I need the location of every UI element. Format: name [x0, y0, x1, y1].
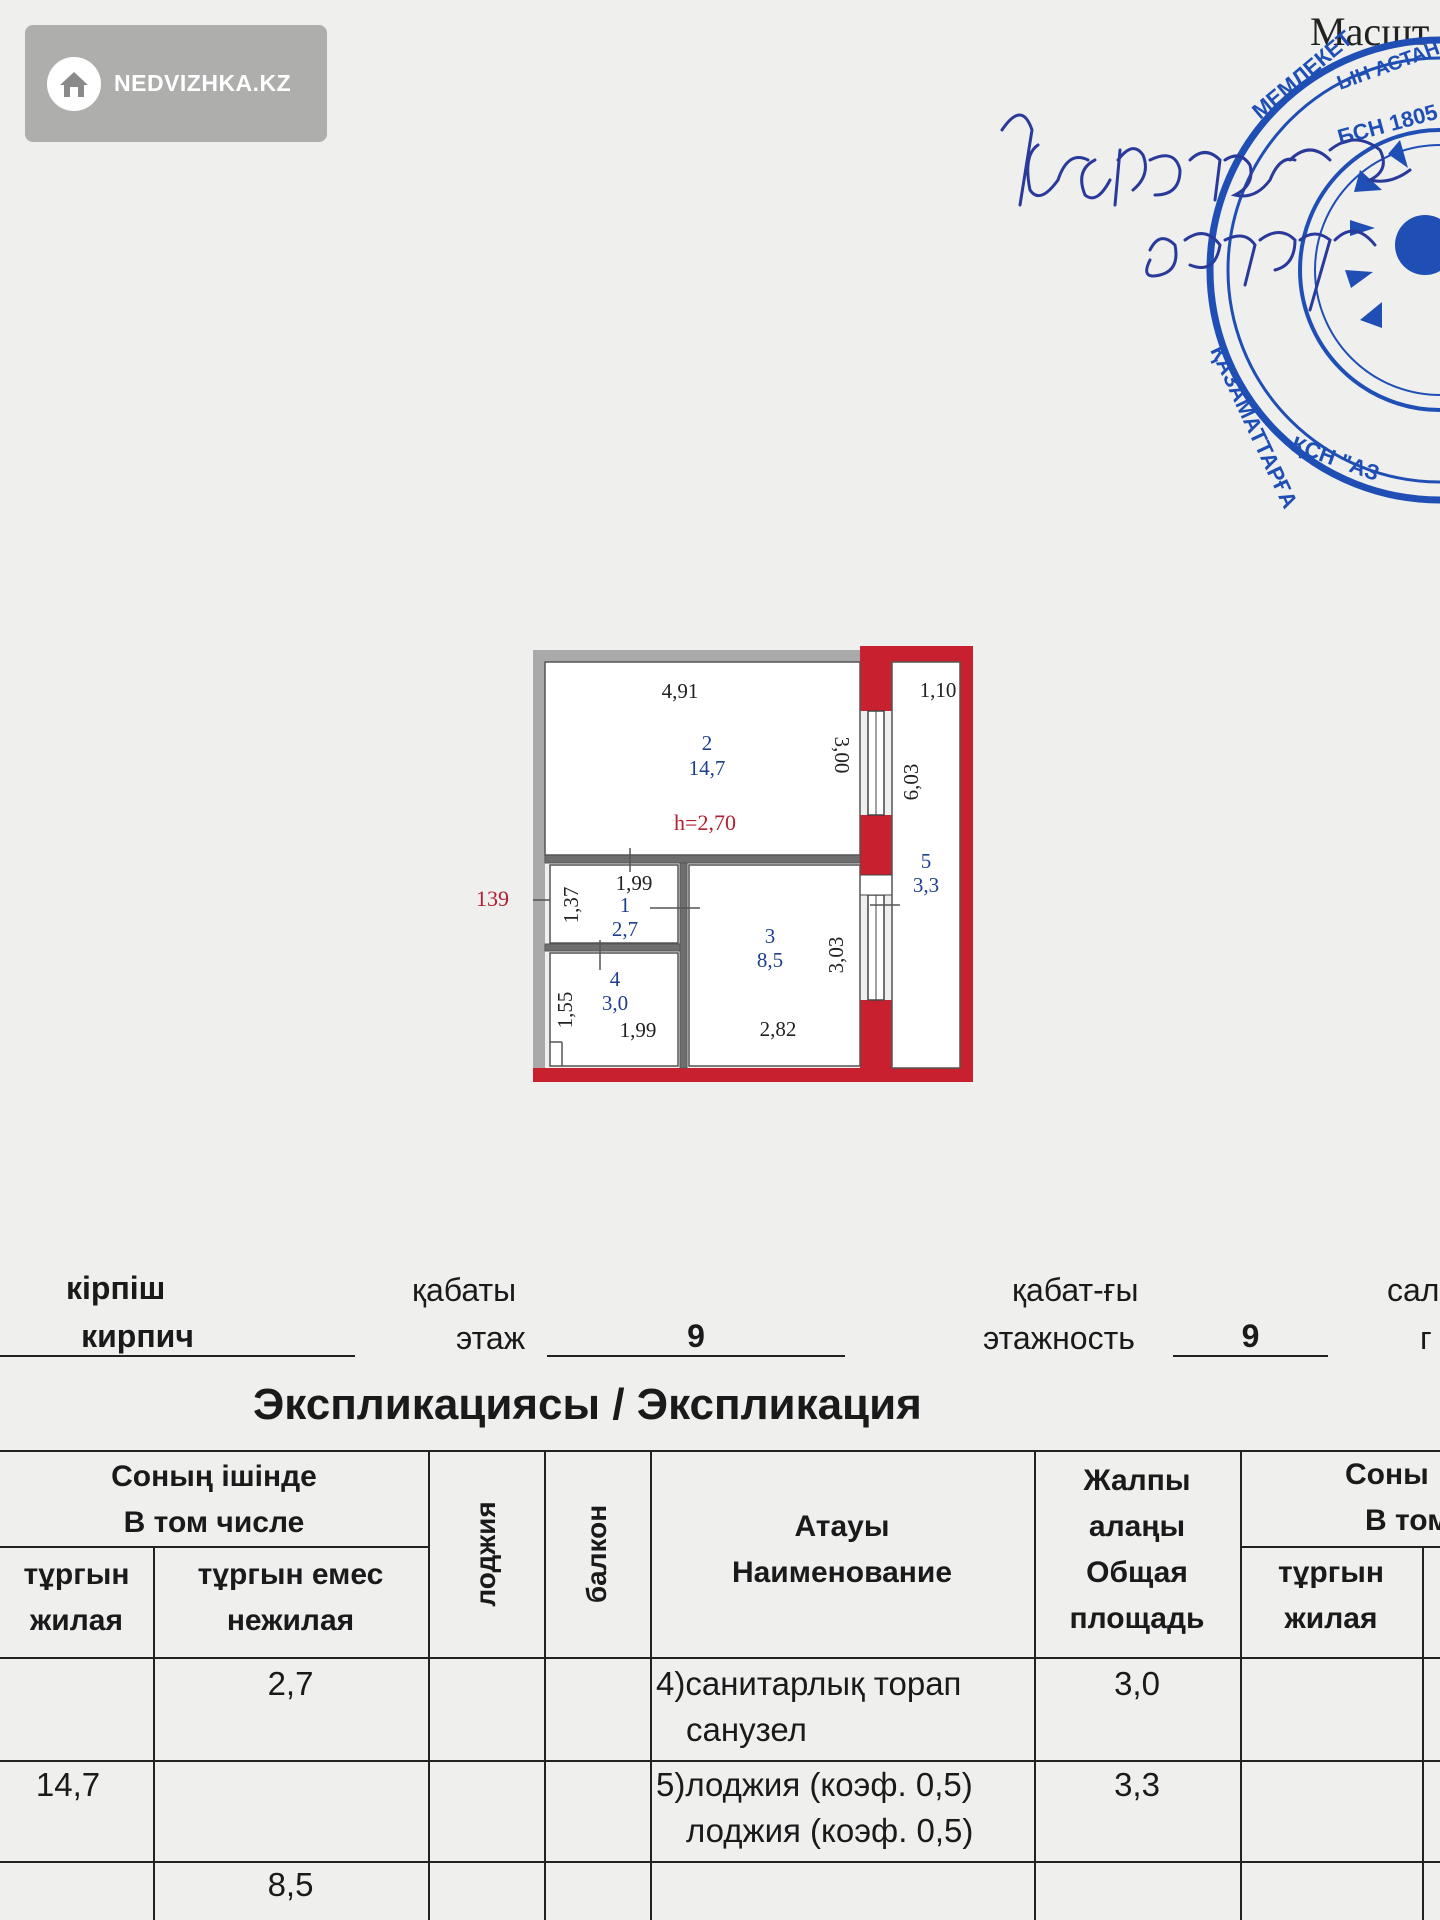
dim-bath-height: 1,55 — [553, 992, 577, 1029]
dim-room2-top: 4,91 — [662, 679, 699, 703]
plan-wall-kitchen-left — [679, 862, 688, 1069]
plan-room-3 — [688, 864, 861, 1067]
header-total-kk1: Жалпы — [1083, 1464, 1191, 1497]
header-loggia: лоджия — [470, 1501, 501, 1607]
official-stamp: МЕМЛЕКЕТ ЫН АСТАН БСН 1805 ҚАЗАМАТТАРҒА … — [1205, 25, 1440, 510]
svg-text:ҚАЗАМАТТАРҒА: ҚАЗАМАТТАРҒА — [1205, 342, 1302, 510]
plan-room-1 — [549, 864, 679, 944]
header-living2-ru: жилая — [1284, 1602, 1378, 1635]
watermark-brand: NEDVIZHKA.KZ — [114, 70, 292, 96]
row3-nonliving: 8,5 — [267, 1866, 314, 1903]
floors-label-kk: қабат-ғы — [1012, 1272, 1139, 1308]
dim-room2-right: 3,00 — [830, 737, 854, 774]
plan-wall-top — [533, 650, 863, 662]
floor-plan: 4,91 3,00 1,10 6,03 1,99 1,37 1,55 1,99 … — [533, 646, 973, 1082]
plan-room-5 — [891, 661, 961, 1069]
plan-loggia-pier-mid — [860, 815, 892, 875]
row2-living: 14,7 — [35, 1766, 101, 1803]
ceiling-height: h=2,70 — [674, 810, 736, 835]
dim-hall-height: 1,37 — [559, 887, 583, 924]
plan-loggia-pier-bottom — [860, 1000, 892, 1080]
dim-hall-width: 1,99 — [616, 871, 653, 895]
room-5-number: 5 — [921, 849, 932, 873]
header-living-ru: жилая — [30, 1604, 123, 1637]
room-3-area: 8,5 — [757, 948, 783, 972]
header-name-ru: Наименование — [731, 1556, 953, 1589]
wall-material-ru-text: кирпич — [81, 1318, 194, 1354]
home-icon — [47, 56, 101, 111]
wall-material-kk: кірпіш — [66, 1270, 166, 1306]
floor-label-ru: этаж — [456, 1320, 526, 1356]
explication-title: Экспликациясы / Экспликация — [253, 1380, 922, 1429]
dim-loggia-top: 1,10 — [920, 678, 957, 702]
dim-bath-width: 1,99 — [620, 1018, 657, 1042]
dim-kitchen-width: 2,82 — [760, 1017, 797, 1041]
wall-material-ru: кирпич — [0, 1318, 355, 1357]
plan-door-loggia — [859, 874, 893, 896]
plan-loggia-right-wall — [960, 646, 973, 1082]
room-3-number: 3 — [765, 924, 776, 948]
room-4-area: 3,0 — [602, 991, 628, 1015]
room-2-area: 14,7 — [689, 756, 726, 780]
floor-value: 9 — [547, 1318, 845, 1357]
room-1-area: 2,7 — [612, 917, 638, 941]
row2-name: 5)лоджия (коэф. 0,5) лоджия (коэф. 0,5) — [656, 1762, 1034, 1854]
dim-kitchen-height: 3,03 — [824, 937, 848, 974]
header-total-ru1: Общая — [1086, 1556, 1188, 1589]
header-incl2-ru: В том — [1365, 1504, 1440, 1537]
row1-name: 4)санитарлық торап санузел — [656, 1661, 1034, 1753]
dim-loggia-right: 6,03 — [899, 764, 923, 801]
row2-total: 3,3 — [1114, 1766, 1160, 1803]
row1-name-kk: 4)санитарлық торап — [656, 1665, 962, 1702]
room-4-number: 4 — [610, 967, 621, 991]
room-1-number: 1 — [620, 893, 631, 917]
floor-label-kk: қабаты — [412, 1272, 517, 1308]
plan-wall-left — [533, 650, 545, 1080]
header-living2-kk: тұргын — [1278, 1556, 1384, 1589]
entrance-marker: 139 — [476, 886, 509, 911]
row2-name-kk: 5)лоджия (коэф. 0,5) — [656, 1766, 973, 1803]
explication-table: Соның ішінде В том числе тұргын жилая тұ… — [0, 1448, 1440, 1920]
cut-label-kk: сал — [1387, 1272, 1440, 1308]
header-incl-ru: В том числе — [123, 1506, 305, 1539]
row1-name-ru: санузел — [686, 1711, 807, 1748]
plan-wall-bottom — [533, 1068, 973, 1082]
room-5-area: 3,3 — [913, 873, 939, 897]
cut-label-ru: г — [1420, 1320, 1432, 1356]
header-total-kk2: алаңы — [1088, 1510, 1186, 1543]
plan-wall-room2-bottom — [544, 854, 861, 864]
floors-label-ru: этажность — [983, 1320, 1135, 1356]
header-total-ru2: площадь — [1069, 1602, 1205, 1635]
header-living-kk: тұргын — [23, 1558, 130, 1591]
header-name-kk: Атауы — [794, 1510, 890, 1543]
header-incl2-kk: Соны — [1345, 1458, 1429, 1491]
header-nonliving-kk: тұргын емес — [197, 1558, 384, 1591]
row1-total: 3,0 — [1114, 1665, 1160, 1702]
row1-nonliving: 2,7 — [267, 1665, 314, 1702]
plan-room-4 — [549, 952, 679, 1067]
handwritten-signature — [1000, 113, 1412, 312]
header-incl-kk: Соның ішінде — [111, 1460, 317, 1493]
floors-value: 9 — [1173, 1318, 1328, 1357]
room-2-number: 2 — [702, 731, 713, 755]
scale-label-fragment: Масшт — [1310, 9, 1430, 54]
header-nonliving-ru: нежилая — [226, 1604, 355, 1637]
watermark-badge: NEDVIZHKA.KZ — [25, 25, 327, 142]
plan-room-2 — [544, 661, 861, 856]
row2-name-ru: лоджия (коэф. 0,5) — [686, 1812, 974, 1849]
plan-wall-hall-bottom — [544, 943, 681, 952]
header-balcony: балкон — [581, 1504, 612, 1604]
plan-loggia-pier-top — [860, 646, 892, 711]
